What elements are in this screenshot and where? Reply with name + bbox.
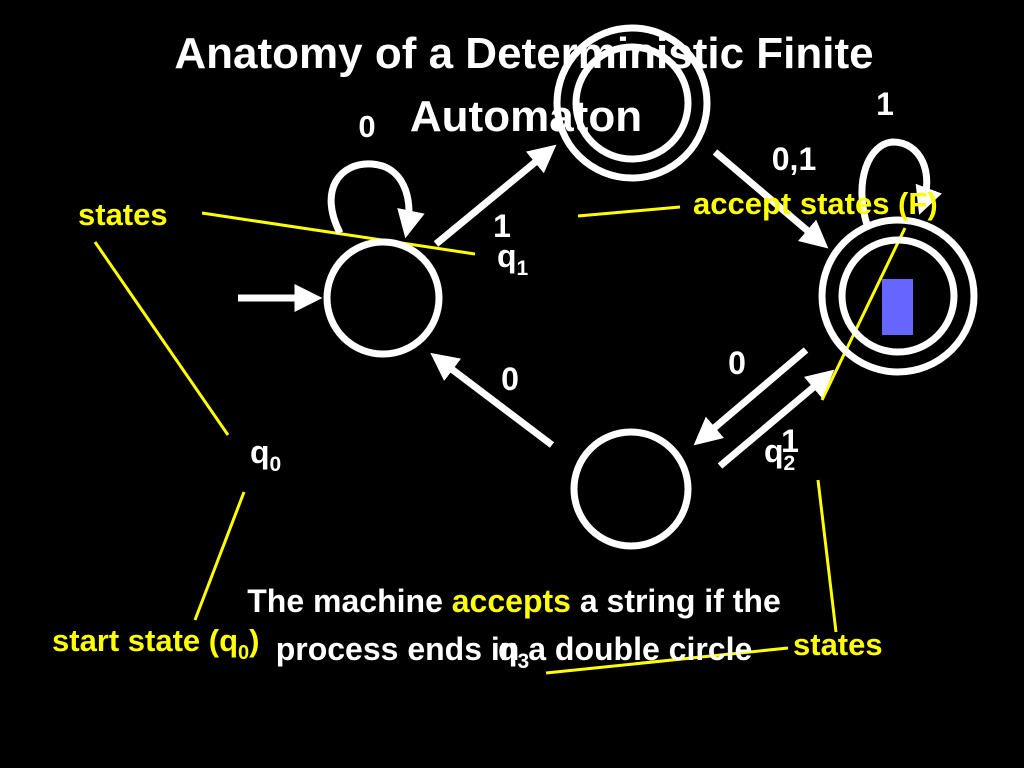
arrow-q2-to-q3 [693,347,809,446]
accept-states-pointer-line [820,227,907,401]
label-q2-to-q3: 0 [728,345,746,381]
label-q3-to-q2: 1 [781,423,799,459]
annotation-start-state: start state (q0) [52,623,260,664]
state-q0-circle [323,238,443,358]
state-q1-outer-circle [553,24,711,182]
label-q0-self-loop: 0 [358,109,375,144]
caption-line2: process ends in a double circle [276,631,753,667]
annotation-lines [93,205,907,675]
states-pointer-line [545,646,789,675]
states-pointer-line [93,241,230,436]
self-loop-q0-arrow [327,160,425,239]
caption-accepts-highlight: accepts [452,583,571,619]
state-q3-circle [570,428,692,550]
arrow-q3-to-q2 [717,369,835,469]
state-q0-label: q0 [250,434,281,476]
slide-title-line1: Anatomy of a Deterministic Finite [174,29,873,78]
accept-states-pointer-line [577,205,681,218]
state-q2-outer-circle [818,216,978,376]
state-q2-label: q2 [764,433,795,475]
annotation-states-left: states [78,197,168,232]
label-q3-to-q0: 0 [501,361,519,397]
self-loop-q2-arrow [858,138,942,230]
state-q3-label: q3 [498,631,529,673]
annotation-accept-states: accept states (F) [693,186,938,221]
annotation-states-right: states [793,627,883,662]
arrow-q1-to-q2 [712,149,829,249]
state-q1-label: q1 [497,238,529,280]
arrow-q3-to-q0 [430,352,555,448]
state-q1-inner-circle [572,43,692,163]
start-state-pointer-line [193,491,246,621]
state-q2-inner-circle [838,236,958,356]
arrow-q0-to-q1 [433,144,557,247]
slide-title-line2: Automaton [410,92,642,141]
label-q2-self-loop: 1 [876,86,894,122]
label-q0-to-q1: 1 [493,208,511,244]
caption-line1: The machine accepts a string if the [247,583,780,619]
text-cursor-block [882,279,913,335]
label-q1-to-q2: 0,1 [772,141,816,177]
states-pointer-line [816,479,838,633]
